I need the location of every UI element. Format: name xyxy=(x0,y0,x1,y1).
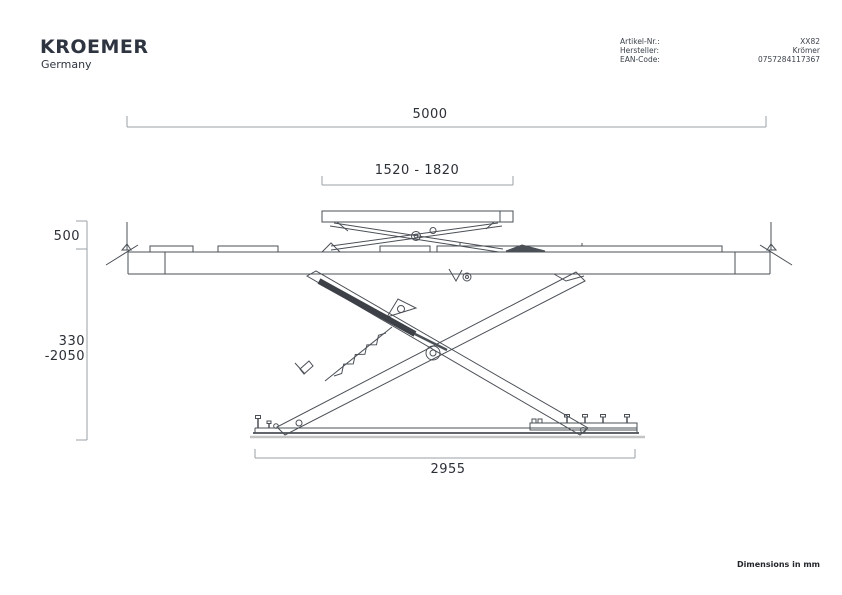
product-info-row-hersteller: Hersteller: Krömer xyxy=(620,46,820,55)
ean-code-value: 0757284117367 xyxy=(757,55,820,64)
jacking-platform xyxy=(320,210,546,253)
runway-platform xyxy=(127,243,771,275)
center-pivot xyxy=(425,345,441,361)
spring-element xyxy=(333,332,387,377)
base-frame xyxy=(253,414,639,434)
dimension-platform-length-range: 1520 - 1820 xyxy=(374,163,460,178)
product-info-row-ean: EAN-Code: 0757284117367 xyxy=(620,55,820,64)
dimension-lines xyxy=(76,116,767,459)
dimension-drive-on-height: 500 xyxy=(53,229,80,244)
hersteller-value: Krömer xyxy=(792,46,820,55)
main-scissor xyxy=(276,268,589,436)
ean-code-label: EAN-Code: xyxy=(620,55,660,64)
right-end-sensor xyxy=(759,222,793,266)
dimension-height-range-bottom: -2050 xyxy=(44,349,85,364)
dimension-line-platform-length xyxy=(321,176,514,186)
artikel-nr-value: XX82 xyxy=(800,37,820,46)
dimension-base-frame-length: 2955 xyxy=(430,462,466,477)
dimension-height-range-top: 330 xyxy=(58,334,85,349)
dimension-height-range: 330 -2050 xyxy=(36,334,85,364)
product-info-block: Artikel-Nr.: XX82 Hersteller: Krömer EAN… xyxy=(620,37,820,64)
dimension-overall-length: 5000 xyxy=(412,107,448,122)
brand-logo: KROEMER xyxy=(40,36,149,58)
hydraulic-cylinder xyxy=(317,278,417,337)
units-note: Dimensions in mm xyxy=(737,560,820,569)
brand-country: Germany xyxy=(41,58,92,71)
product-info-row-artikel: Artikel-Nr.: XX82 xyxy=(620,37,820,46)
dimension-line-overall-length xyxy=(126,116,767,128)
dimension-line-heights xyxy=(76,220,88,441)
artikel-nr-label: Artikel-Nr.: xyxy=(620,37,660,46)
lift-outline xyxy=(105,210,793,436)
hersteller-label: Hersteller: xyxy=(620,46,660,55)
runway-roller xyxy=(448,268,472,283)
left-end-sensor xyxy=(105,222,139,266)
dimension-line-base-length xyxy=(254,449,636,459)
